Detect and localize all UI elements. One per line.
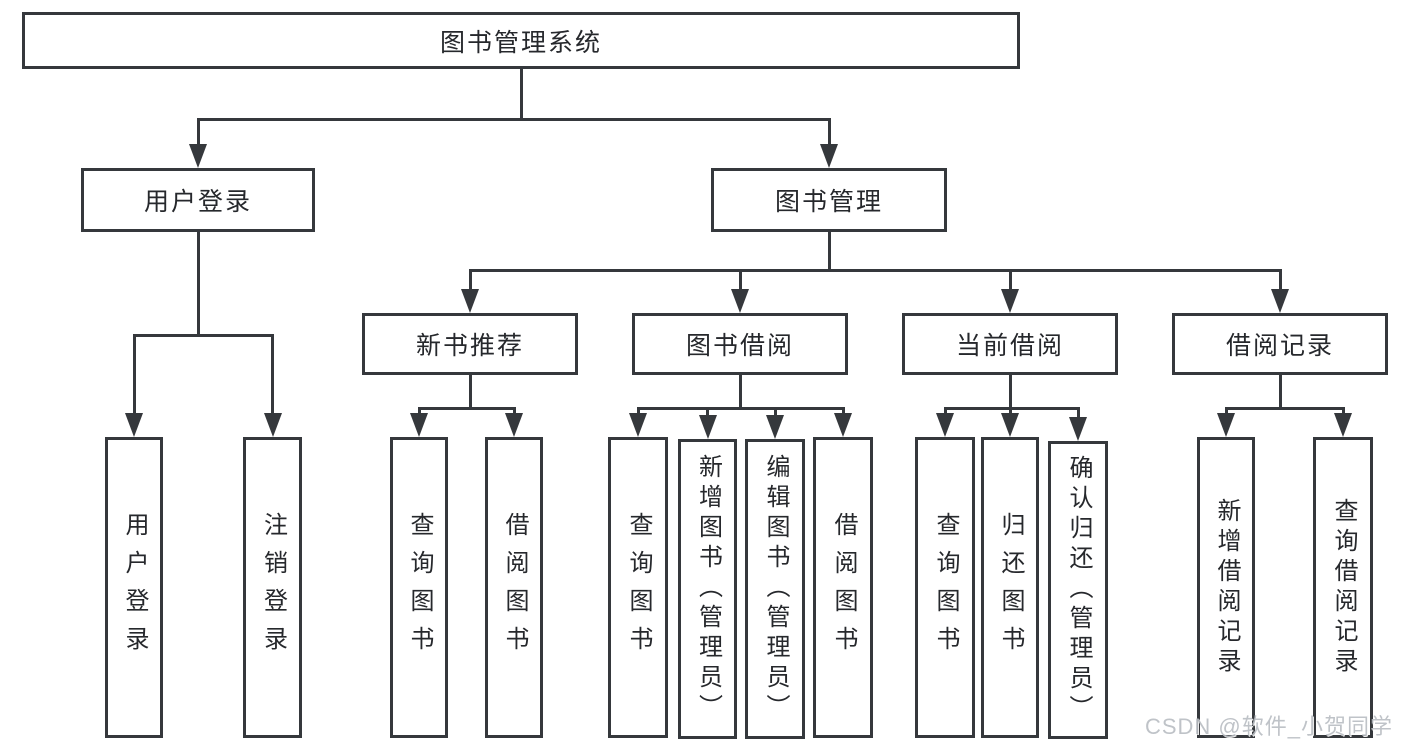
connector-line-cur-query-branch	[943, 408, 947, 417]
arrow-down-icon-manage	[820, 144, 838, 168]
connector-line-cur-return-branch	[1008, 408, 1012, 417]
node-label-rec2-add: 新增借阅记录	[1213, 497, 1240, 678]
connector-line-current-bus	[943, 406, 1080, 410]
node-label-login: 用户登录	[143, 188, 252, 216]
arrow-down-icon-borrow-add	[698, 415, 717, 439]
arrow-down-icon-cur-query	[936, 413, 954, 437]
connector-line-borrow-bus	[636, 406, 845, 410]
connector-line-rec-branch	[468, 270, 472, 293]
arrow-down-icon-login-logout	[263, 413, 282, 437]
arrow-down-icon-rec	[461, 289, 479, 313]
connector-line-cur-confirm-branch	[1076, 408, 1080, 421]
node-label-cur-confirm: 确认归还（管理员）	[1065, 455, 1092, 725]
watermark: CSDN @软件_小贺同学	[1144, 714, 1393, 739]
connector-line-manage-stub	[827, 232, 831, 270]
node-label-manage: 图书管理	[774, 188, 883, 216]
node-rec2-add: 新增借阅记录	[1197, 437, 1255, 738]
arrow-down-icon-login-user	[125, 413, 143, 437]
connector-line-root-stub	[519, 69, 523, 119]
connector-line-login-branch	[196, 119, 200, 148]
connector-line-manage-bus	[468, 268, 1282, 272]
node-label-cur-query: 查询图书	[932, 511, 959, 664]
arrow-down-icon-rec-borrow	[505, 413, 523, 437]
node-label-borrow-query: 查询图书	[625, 511, 652, 664]
node-borrow-add: 新增图书（管理员）	[678, 439, 737, 739]
connector-line-rec-query-branch	[417, 408, 421, 417]
arrow-down-icon-borrow-query	[629, 413, 647, 437]
node-login: 用户登录	[81, 168, 315, 232]
connector-line-root-bus	[196, 117, 831, 121]
arrow-down-icon-rec-query	[410, 413, 428, 437]
connector-line-rec-borrow-branch	[512, 408, 516, 417]
node-cur-confirm: 确认归还（管理员）	[1048, 441, 1108, 739]
node-record: 借阅记录	[1172, 313, 1388, 375]
connector-line-manage-branch	[827, 119, 831, 148]
connector-line-login-stub	[196, 232, 200, 335]
connector-line-rec-bus	[417, 406, 516, 410]
arrow-down-icon-rec2-query	[1334, 413, 1352, 437]
arrow-down-icon-borrow-edit	[766, 415, 784, 439]
node-label-rec2-query: 查询借阅记录	[1330, 497, 1357, 678]
node-label-borrow: 图书借阅	[685, 332, 794, 360]
node-rec-query: 查询图书	[390, 437, 448, 738]
node-borrow-edit: 编辑图书（管理员）	[745, 439, 805, 739]
connector-line-borrow-edit-branch	[773, 408, 777, 419]
node-label-borrow-add: 新增图书（管理员）	[694, 454, 722, 724]
connector-line-current-branch	[1008, 270, 1012, 293]
connector-line-record-bus	[1224, 406, 1345, 410]
connector-line-borrow-branch	[738, 270, 742, 293]
connector-line-record-branch	[1278, 270, 1282, 293]
node-rec: 新书推荐	[362, 313, 578, 375]
node-label-record: 借阅记录	[1225, 332, 1334, 360]
connector-line-borrow-borrow-branch	[841, 408, 845, 417]
node-label-login-logout: 注销登录	[259, 511, 287, 664]
connector-line-login-bus	[132, 333, 274, 337]
arrow-down-icon-rec2-add	[1217, 413, 1235, 437]
connector-line-record-stub	[1278, 375, 1282, 408]
arrow-down-icon-borrow-borrow	[834, 413, 852, 437]
node-cur-return: 归还图书	[981, 437, 1039, 738]
connector-line-borrow-query-branch	[636, 408, 640, 417]
node-rec2-query: 查询借阅记录	[1313, 437, 1373, 738]
node-borrow-borrow: 借阅图书	[813, 437, 873, 738]
node-label-root: 图书管理系统	[439, 28, 602, 57]
node-label-borrow-edit: 编辑图书（管理员）	[762, 454, 789, 724]
connector-line-login-logout-branch	[271, 335, 274, 417]
connector-line-borrow-add-branch	[706, 408, 709, 419]
arrow-down-icon-cur-confirm	[1069, 417, 1087, 441]
node-manage: 图书管理	[711, 168, 947, 232]
node-label-rec: 新书推荐	[415, 332, 524, 360]
node-label-rec-borrow: 借阅图书	[501, 511, 528, 664]
arrow-down-icon-cur-return	[1001, 413, 1019, 437]
arrow-down-icon-record	[1271, 289, 1289, 313]
node-root: 图书管理系统	[22, 12, 1020, 69]
node-borrow-query: 查询图书	[608, 437, 668, 738]
node-borrow: 图书借阅	[632, 313, 848, 375]
node-current: 当前借阅	[902, 313, 1118, 375]
connector-line-borrow-stub	[738, 375, 742, 408]
node-login-user: 用户登录	[105, 437, 163, 738]
arrow-down-icon-borrow	[731, 289, 749, 313]
node-label-login-user: 用户登录	[121, 511, 148, 664]
arrow-down-icon-current	[1001, 289, 1019, 313]
connector-line-rec2-add-branch	[1224, 408, 1228, 417]
arrow-down-icon-login	[189, 144, 207, 168]
node-label-borrow-borrow: 借阅图书	[830, 511, 857, 664]
connector-line-login-user-branch	[132, 335, 136, 417]
node-rec-borrow: 借阅图书	[485, 437, 543, 738]
node-label-rec-query: 查询图书	[406, 511, 433, 664]
node-label-cur-return: 归还图书	[997, 511, 1024, 664]
node-label-current: 当前借阅	[955, 332, 1064, 360]
node-login-logout: 注销登录	[243, 437, 302, 738]
connector-line-rec2-query-branch	[1341, 408, 1345, 417]
connector-line-current-stub	[1008, 375, 1012, 408]
connector-line-rec-stub	[468, 375, 472, 408]
node-cur-query: 查询图书	[915, 437, 975, 738]
